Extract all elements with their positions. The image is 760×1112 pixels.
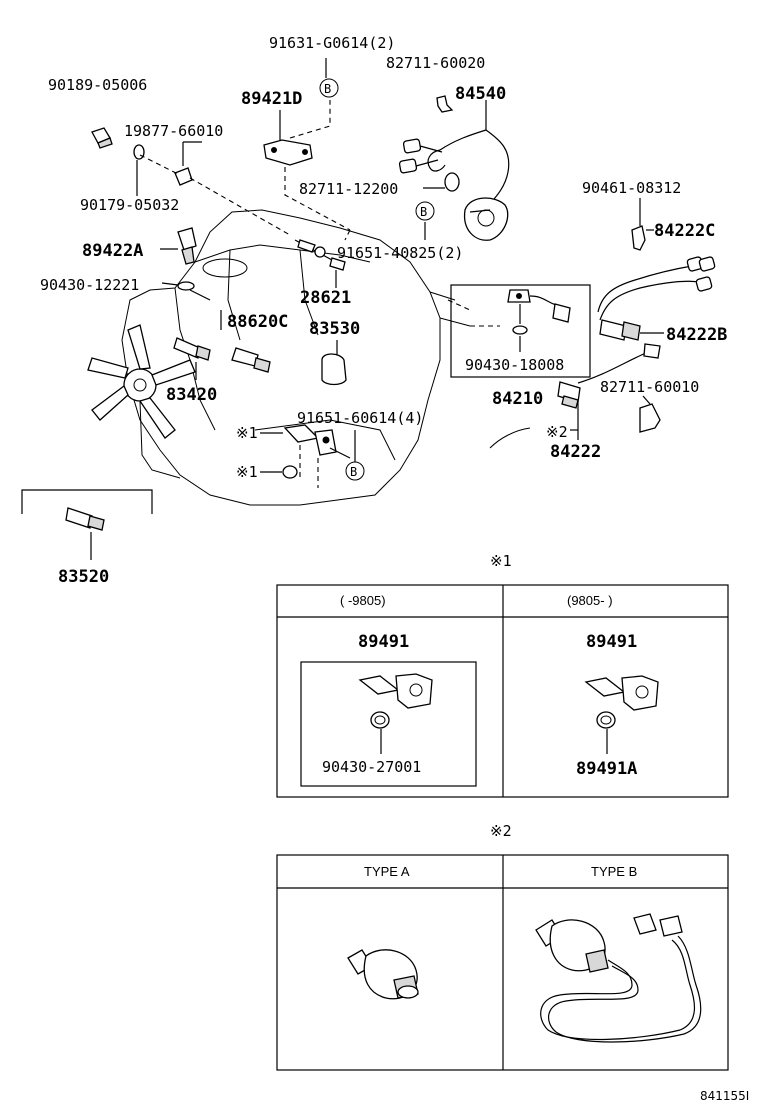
label-88620C: 88620C <box>227 312 288 332</box>
inset-box <box>450 284 591 378</box>
labels: 91631-G0614(2) B 90189-05006 82711-60020… <box>40 34 727 587</box>
label-82711-60010: 82711-60010 <box>600 378 699 396</box>
table-ref2-title: ※2 <box>490 822 512 840</box>
label-84222: 84222 <box>550 442 601 462</box>
part-83420 <box>173 337 211 380</box>
part-84210-inset <box>507 289 571 352</box>
table-ref1-right-sub: 89491A <box>576 759 637 779</box>
label-90179: 90179-05032 <box>80 196 179 214</box>
part-84210 <box>557 343 661 440</box>
part-83520 <box>65 507 105 560</box>
table-ref1-left-sub: 90430-27001 <box>322 758 421 776</box>
table-ref1-left-part: 89491 <box>358 632 409 652</box>
knock-sensor-type-b <box>535 913 702 1043</box>
label-91651-60614: 91651-60614(4) <box>297 409 423 427</box>
label-84222B: 84222B <box>666 325 727 345</box>
label-19877: 19877-66010 <box>124 122 223 140</box>
circle-b-1-text: B <box>324 82 331 96</box>
table-ref2-col-left: TYPE A <box>364 864 410 879</box>
label-90189: 90189-05006 <box>48 76 147 94</box>
knock-sensor-type-a <box>347 949 419 1000</box>
label-82711-60020: 82711-60020 <box>386 54 485 72</box>
label-84222C: 84222C <box>654 221 715 241</box>
label-84540: 84540 <box>455 84 506 104</box>
table-ref2-col-right: TYPE B <box>591 864 637 879</box>
part-90461 <box>631 198 646 251</box>
circle-b-3-text: B <box>350 465 357 479</box>
engine-outline <box>121 209 471 506</box>
table-ref1-left-bracket <box>358 673 433 754</box>
part-83530 <box>321 340 347 386</box>
part-84222C <box>597 256 716 321</box>
label-90430-12221: 90430-12221 <box>40 276 139 294</box>
part-84222B <box>599 319 664 341</box>
label-28621: 28621 <box>300 288 351 308</box>
table-ref1-title: ※1 <box>490 552 512 570</box>
bracket-83520 <box>21 489 153 514</box>
label-90430-18008: 90430-18008 <box>465 356 564 374</box>
circle-b-2 <box>415 201 435 221</box>
table-ref1-col-right: (9805- ) <box>567 593 613 608</box>
label-83520: 83520 <box>58 567 109 587</box>
table-ref1-col-left: ( -9805) <box>340 593 386 608</box>
ref-2a: ※2 <box>546 423 568 441</box>
label-89422A: 89422A <box>82 241 143 261</box>
part-89421D <box>263 110 313 166</box>
table-ref1: ※1 ( -9805) (9805- ) 89491 90430-27001 8… <box>276 552 729 798</box>
label-82711-12200: 82711-12200 <box>299 180 398 198</box>
label-84210: 84210 <box>492 389 543 409</box>
label-91651-40825: 91651-40825(2) <box>337 244 463 262</box>
part-sw-mid <box>231 347 271 373</box>
figure-id: 841155I <box>700 1089 749 1103</box>
label-91631: 91631-G0614(2) <box>269 34 395 52</box>
ref-1b: ※1 <box>236 463 258 481</box>
fan <box>87 324 196 479</box>
table-ref1-right-bracket <box>584 675 659 754</box>
part-82711-60010 <box>639 395 661 433</box>
label-83530: 83530 <box>309 319 360 339</box>
circle-b-2-text: B <box>420 205 427 219</box>
part-89422A <box>160 227 197 265</box>
table-ref2: ※2 TYPE A TYPE B <box>276 822 729 1071</box>
table-ref1-right-part: 89491 <box>586 632 637 652</box>
part-28621 <box>294 239 346 288</box>
part-84540 <box>398 95 510 241</box>
part-90189 <box>91 127 113 149</box>
part-bracket-89491 <box>283 424 337 456</box>
circle-b-1 <box>319 78 339 98</box>
circle-b-3 <box>345 461 365 481</box>
label-89421D: 89421D <box>241 89 302 109</box>
label-83420: 83420 <box>166 385 217 405</box>
label-90461: 90461-08312 <box>582 179 681 197</box>
ref-1a: ※1 <box>236 424 258 442</box>
